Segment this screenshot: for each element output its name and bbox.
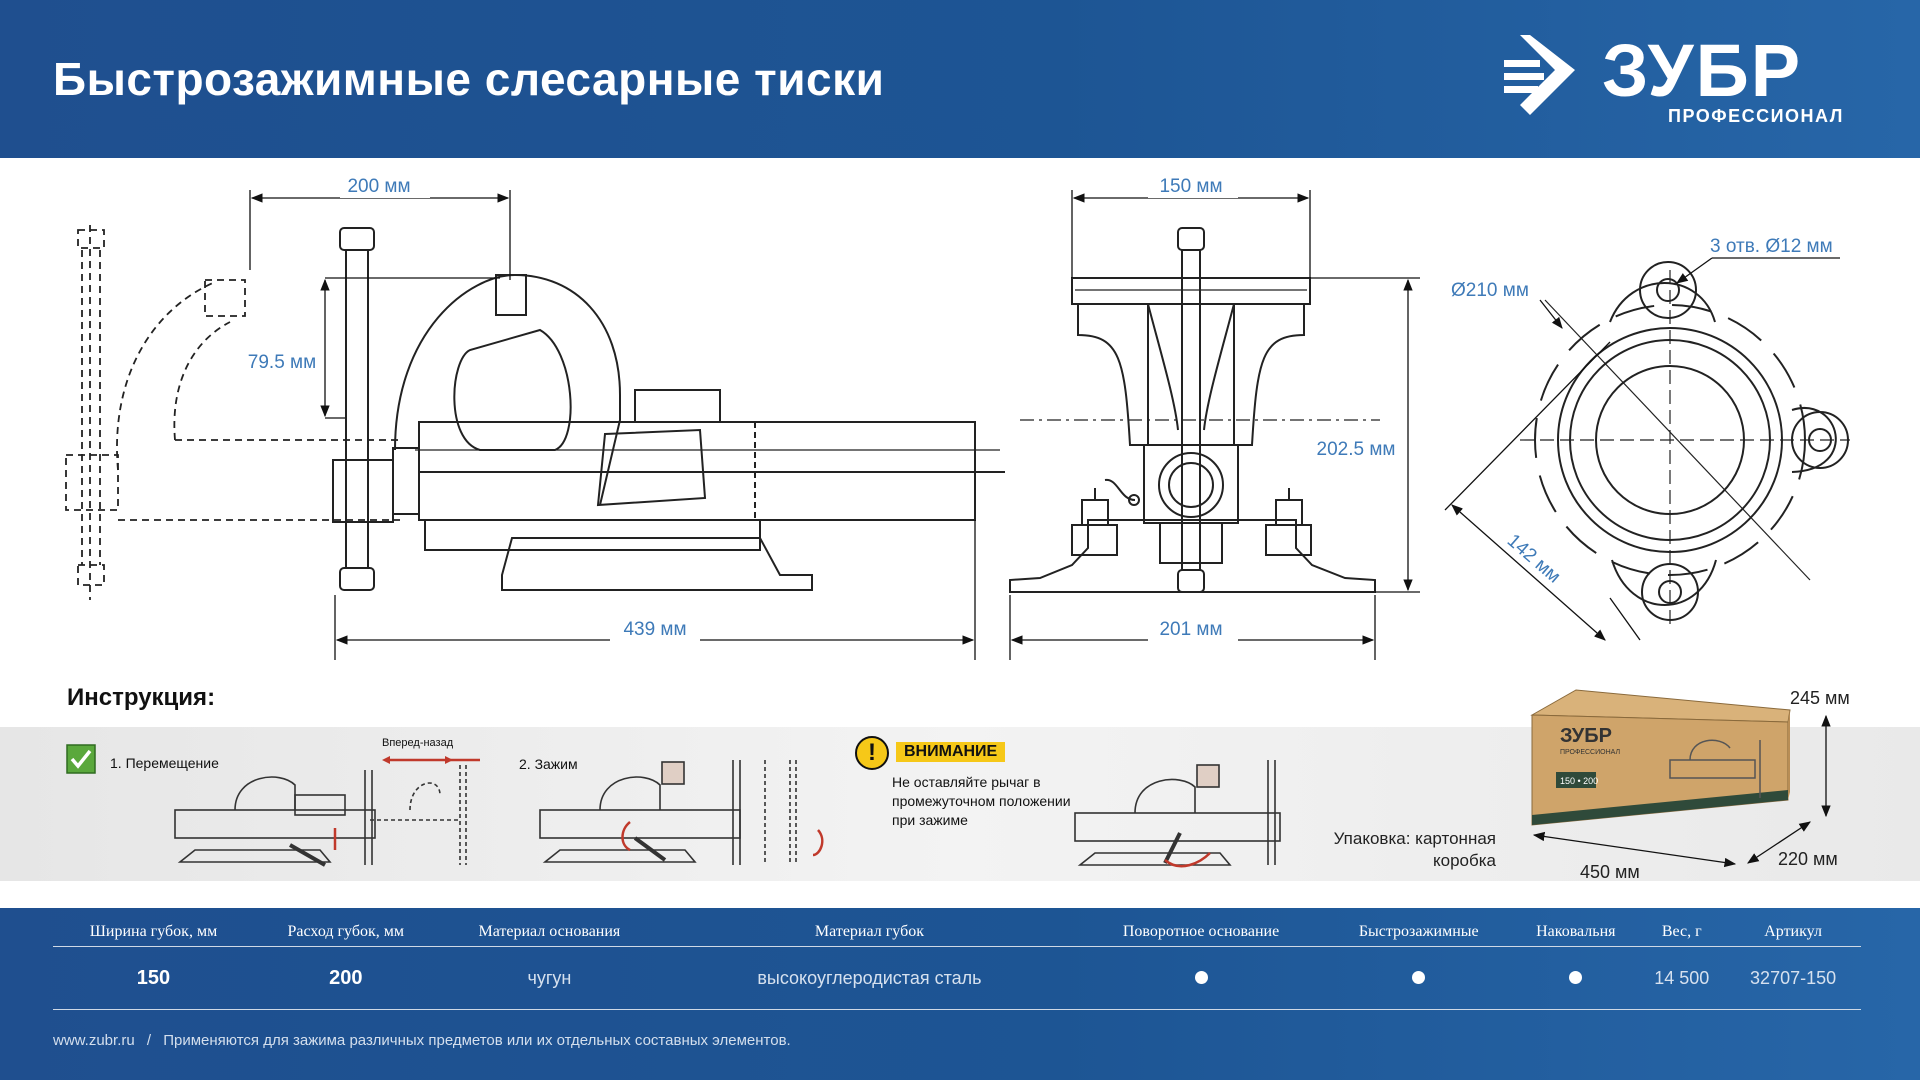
step-clamp-label: 2. Зажим <box>519 756 578 772</box>
dim-front-jaw-width: 150 мм <box>1159 176 1222 197</box>
dim-total-length: 439 мм <box>623 619 686 640</box>
warning-icon: ! <box>855 736 889 770</box>
warning-label: ВНИМАНИЕ <box>896 742 1006 762</box>
specs-header: Артикул <box>1725 918 1861 947</box>
specs-header: Поворотное основание <box>1077 918 1325 947</box>
specs-table: Ширина губок, мм Расход губок, мм Матери… <box>53 918 1861 1010</box>
footer-site-link[interactable]: www.zubr.ru <box>53 1032 135 1049</box>
step-move-label: 1. Перемещение <box>110 755 219 771</box>
warning-vise-illustration <box>1074 760 1281 868</box>
checkmark-icon <box>66 744 96 774</box>
direction-label: Вперед-назад <box>382 737 454 749</box>
side-view <box>65 225 1005 600</box>
logo-emblem-icon <box>1504 35 1575 115</box>
step2-vise-illustration <box>539 760 824 865</box>
logo-brand-text: ЗУБР <box>1602 29 1803 112</box>
footer-note: www.zubr.ru / Применяются для зажима раз… <box>53 1032 791 1049</box>
spec-weight: 14 500 <box>1638 946 1726 1010</box>
packaging-label: Упаковка: картонная коробка <box>1333 829 1496 870</box>
specs-header: Ширина губок, мм <box>53 918 254 947</box>
dim-jaw-height: 79.5 мм <box>248 352 316 373</box>
yes-dot-icon <box>1412 970 1426 984</box>
specs-header: Материал губок <box>661 918 1078 947</box>
page-title: Быстрозажимные слесарные тиски <box>53 53 885 105</box>
yes-dot-icon <box>1194 970 1208 984</box>
spec-base-material: чугун <box>437 946 662 1010</box>
dim-jaw-opening: 200 мм <box>347 176 410 197</box>
warning-text: Не оставляйте рычаг в промежуточном поло… <box>892 774 1071 828</box>
box-height-label: 245 мм <box>1790 688 1850 708</box>
dim-front-base: 201 мм <box>1159 619 1222 640</box>
technical-drawing: 200 мм 79.5 мм 439 мм <box>65 174 1850 660</box>
dim-base-diameter: Ø210 мм <box>1451 280 1529 301</box>
header-bar: Быстрозажимные слесарные тиски ЗУБР ПРОФ… <box>0 0 1920 158</box>
specs-value-row: 150 200 чугун высокоуглеродистая сталь 1… <box>53 946 1861 1010</box>
box-brand-text: ЗУБР <box>1560 725 1612 747</box>
spec-quick-release <box>1324 946 1514 1010</box>
box-width-label: 220 мм <box>1778 849 1838 869</box>
specs-header: Расход губок, мм <box>253 918 438 947</box>
spec-swivel-base <box>1077 946 1325 1010</box>
spec-article: 32707-150 <box>1725 946 1861 1010</box>
specs-header: Материал основания <box>437 918 662 947</box>
spec-anvil <box>1513 946 1639 1010</box>
footer-separator: / <box>146 1032 152 1049</box>
instruction-title: Инструкция: <box>67 684 216 711</box>
footer-description: Применяются для зажима различных предмет… <box>163 1032 791 1049</box>
front-dimensions <box>1009 190 1420 660</box>
dim-front-height: 202.5 мм <box>1317 439 1396 460</box>
specs-header: Наковальня <box>1513 918 1639 947</box>
spec-jaw-material: высокоуглеродистая сталь <box>661 946 1078 1010</box>
specs-header: Быстрозажимные <box>1324 918 1514 947</box>
step1-vise-illustration <box>174 756 480 867</box>
brand-logo: ЗУБР ПРОФЕССИОНАЛ <box>1500 30 1880 130</box>
spec-jaw-width: 150 <box>53 946 254 1010</box>
box-size-text: 150 • 200 <box>1560 776 1598 786</box>
box-length-label: 450 мм <box>1580 862 1640 882</box>
base-dimensions <box>1444 257 1840 641</box>
spec-jaw-opening: 200 <box>253 946 438 1010</box>
front-view <box>1009 227 1380 593</box>
logo-sub-text: ПРОФЕССИОНАЛ <box>1668 106 1844 126</box>
packaging-box-illustration: ЗУБР ПРОФЕССИОНАЛ 150 • 200 245 мм 450 м… <box>1530 688 1850 882</box>
dim-mounting-holes: 3 отв. Ø12 мм <box>1710 236 1833 257</box>
base-view <box>1520 261 1850 625</box>
specs-header: Вес, г <box>1638 918 1726 947</box>
box-sub-text: ПРОФЕССИОНАЛ <box>1560 749 1620 756</box>
yes-dot-icon <box>1569 970 1583 984</box>
specs-header-row: Ширина губок, мм Расход губок, мм Матери… <box>53 918 1861 947</box>
